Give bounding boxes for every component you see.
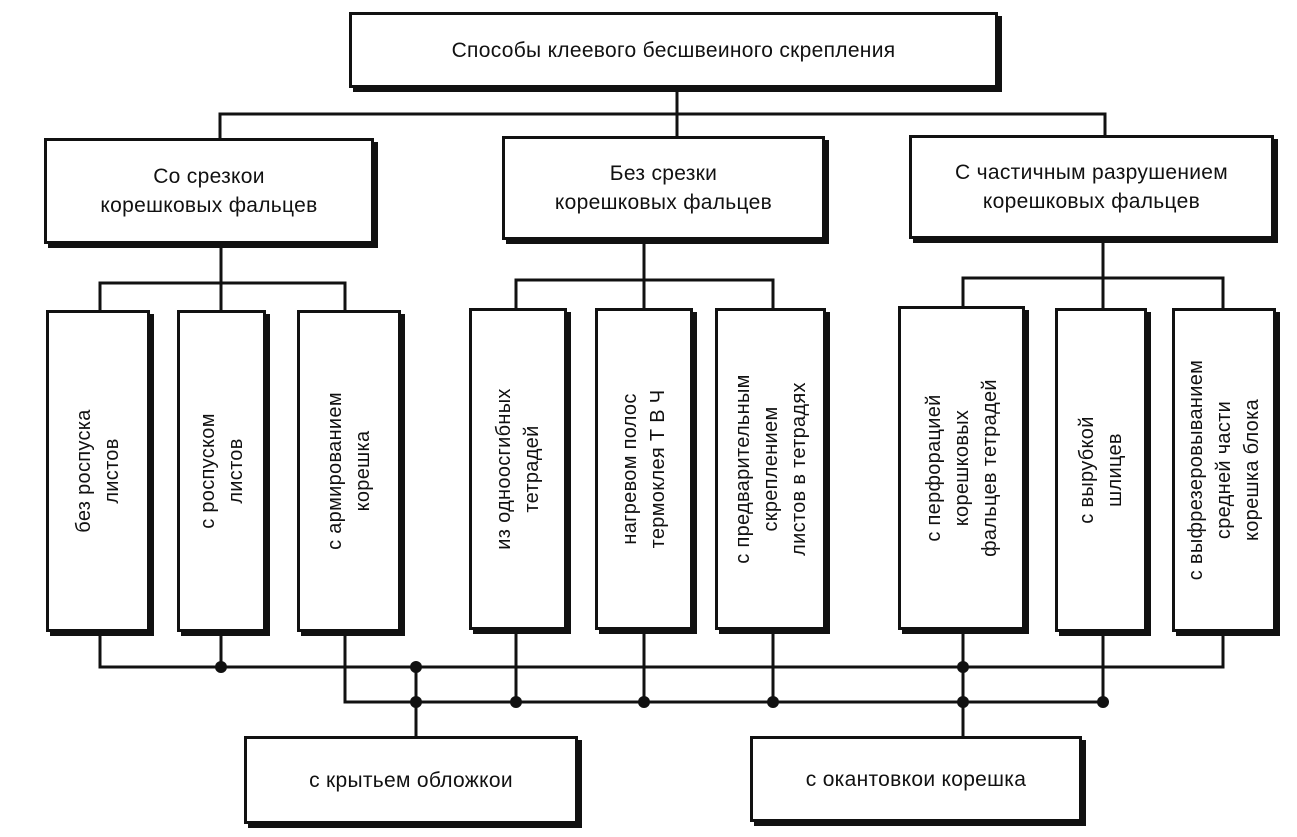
- method-box: с армированием корешка: [297, 310, 401, 632]
- category-line: корешковых фальцев: [554, 191, 773, 214]
- output-cover: с крытьем обложкои: [244, 736, 578, 824]
- root-title: Способы клеевого бесшвеиного скрепления: [451, 38, 896, 62]
- output-spine-edging: с окантовкои корешка: [750, 736, 1082, 822]
- method-box: с перфорацией корешковых фальцев тетраде…: [898, 306, 1025, 630]
- category-line: Без срезки: [609, 162, 718, 185]
- method-box: без роспуска листов: [46, 310, 150, 632]
- category-line: Со срезкои: [153, 165, 265, 188]
- method-box: с роспуском листов: [177, 310, 266, 632]
- method-box: с предварительным скреплением листов в т…: [715, 308, 826, 630]
- category-partial-destruction: С частичным разрушением корешковых фальц…: [909, 135, 1274, 239]
- category-line: С частичным разрушением: [955, 161, 1228, 184]
- category-without-trimming: Без срезки корешковых фальцев: [502, 136, 825, 240]
- method-box: с вырубкой шлицев: [1055, 308, 1147, 632]
- category-line: корешковых фальцев: [100, 194, 318, 217]
- method-box: с выфрезеровыванием средней части корешк…: [1172, 308, 1276, 632]
- method-box: из одноосгибных тетрадей: [469, 308, 567, 630]
- method-box: нагревом полос термоклея Т В Ч: [595, 308, 693, 630]
- category-with-trimming: Со срезкои корешковых фальцев: [44, 138, 374, 244]
- root-box: Способы клеевого бесшвеиного скрепления: [349, 12, 998, 88]
- category-line: корешковых фальцев: [982, 190, 1201, 213]
